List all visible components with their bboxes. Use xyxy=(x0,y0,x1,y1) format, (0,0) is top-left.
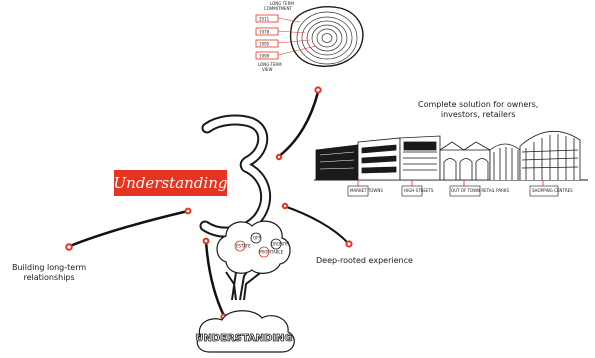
caption-building-relationships: Building long-term relationships xyxy=(12,263,86,283)
buildings-illustration xyxy=(314,130,588,181)
dot-top xyxy=(314,86,322,94)
tree-badge-4: GROWTH xyxy=(271,242,289,247)
sign-retail-parks: OUT OF TOWN RETAIL PARKS xyxy=(451,188,509,193)
dot-top-near xyxy=(275,153,283,161)
tree-illustration: ESTATE OFF PROFITABLE GROWTH UNDERSTANDI… xyxy=(195,220,295,353)
center-label: Understanding xyxy=(114,170,227,196)
caption-building-relationships-line-2: relationships xyxy=(23,273,75,282)
dot-right xyxy=(345,240,353,248)
connector-top xyxy=(276,90,320,159)
tree-badge-1: ESTATE xyxy=(236,244,251,249)
rings-bottom-label-2: VIEW xyxy=(262,67,272,72)
rings-top-label-2: COMMITMENT xyxy=(264,6,292,11)
caption-complete-solution-line-2: investors, retailers xyxy=(440,110,516,119)
sign-shopping-centres: SHOPPING CENTRES xyxy=(532,188,573,193)
understanding-banner-text: UNDERSTANDING xyxy=(195,333,292,344)
ring-year-4: 1999 xyxy=(259,54,270,59)
dot-right-near xyxy=(281,202,289,210)
ring-year-3: 1995 xyxy=(259,42,270,47)
caption-building-relationships-line-1: Building long-term xyxy=(12,263,87,272)
connector-right xyxy=(283,205,349,244)
dot-left xyxy=(65,243,73,251)
tree-rings-illustration: LONG TERM COMMITMENT 2011 1978 1995 1999… xyxy=(255,1,364,72)
connector-left xyxy=(68,209,190,248)
ring-year-2: 1978 xyxy=(259,30,270,35)
connectors xyxy=(68,90,349,318)
tree-badge-3: PROFITABLE xyxy=(259,250,284,255)
caption-deep-rooted: Deep-rooted experience xyxy=(316,256,413,265)
caption-complete-solution-line-1: Complete solution for owners, xyxy=(418,100,539,109)
dot-bottom-near xyxy=(202,237,210,245)
sign-high-streets: HIGH STREETS xyxy=(404,188,434,193)
building-signs: MARKET TOWNS HIGH STREETS OUT OF TOWN RE… xyxy=(347,180,573,197)
ring-year-1: 2011 xyxy=(259,17,270,22)
rings-top-label-1: LONG TERM xyxy=(270,1,294,6)
sign-market-towns: MARKET TOWNS xyxy=(350,188,383,193)
connector-bottom xyxy=(204,239,226,318)
dot-left-near xyxy=(184,207,192,215)
number-three xyxy=(199,114,272,238)
caption-complete-solution: Complete solution for owners, investors,… xyxy=(418,100,538,120)
rings-bottom-label-1: LONG-TERM xyxy=(258,62,282,67)
tree-badge-2: OFF xyxy=(253,236,261,241)
